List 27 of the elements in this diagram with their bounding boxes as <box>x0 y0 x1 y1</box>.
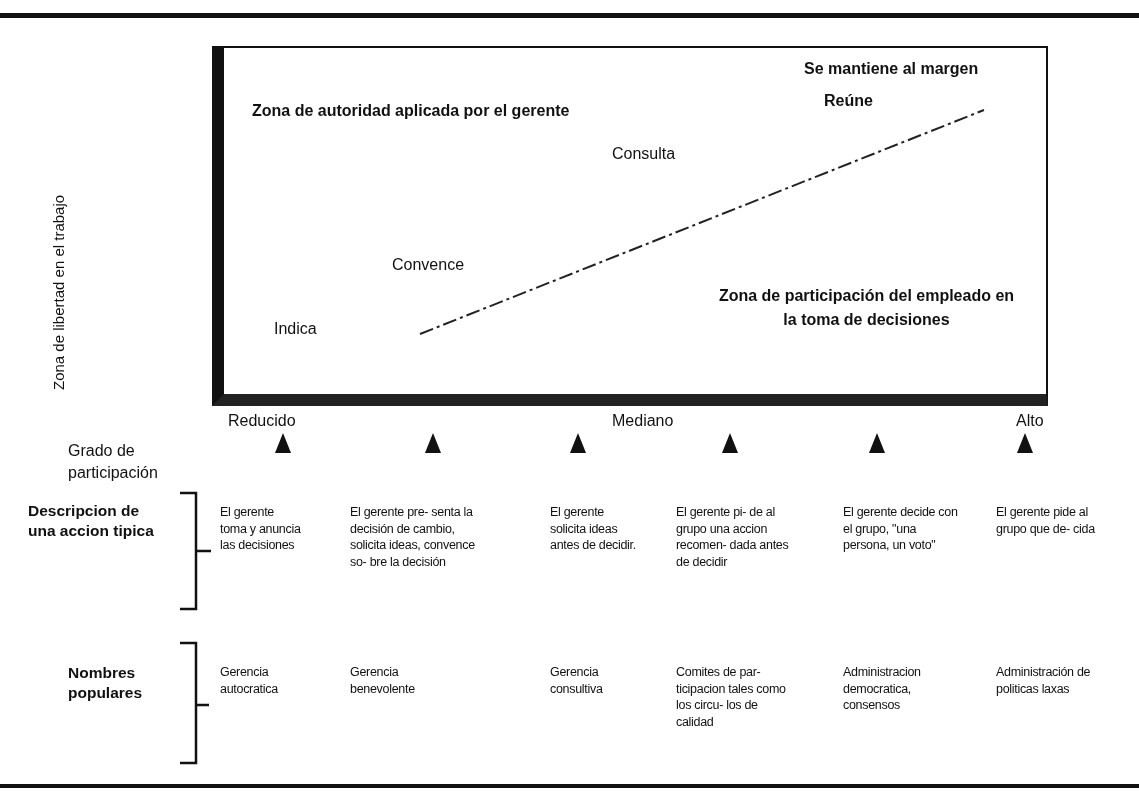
row-header: Descripcion de una accion tipica <box>28 501 155 541</box>
axis-tick-label: Reducido <box>228 412 296 430</box>
zone-label: Zona de autoridad aplicada por el gerente <box>252 102 570 120</box>
table-text: El gerente solicita ideas antes de decidir. <box>550 504 637 554</box>
zone-label: Zona de participación del empleado en la toma de decisiones <box>717 286 1016 330</box>
diagram-panel <box>212 46 1048 406</box>
table-text: El gerente pre- senta la decisión de cambio, solicita ideas, convence so- bre la decisión <box>350 504 476 570</box>
zone-label: Se mantiene al margen <box>804 60 979 78</box>
table-text: Gerencia autocratica <box>220 664 279 697</box>
table-text: Administracion democratica, consensos <box>843 664 922 714</box>
zone-label: Consulta <box>612 145 676 163</box>
table-text: El gerente toma y anuncia las decisiones <box>220 504 302 554</box>
table-text: El gerente decide con el grupo, "una persona, un voto" <box>843 504 958 554</box>
axis-title: Zona de libertad en el trabajo <box>50 194 67 390</box>
table-text: Gerencia consultiva <box>550 664 604 697</box>
axis-tick-label: Mediano <box>612 412 674 430</box>
table-text: Gerencia benevolente <box>350 664 416 697</box>
zone-label: Indica <box>274 320 317 338</box>
zone-label: Reúne <box>824 92 873 110</box>
table-text: El gerente pi- de al grupo una accion recomen- dada antes de decidir <box>676 504 790 570</box>
axis-tick-label: Alto <box>1016 412 1044 430</box>
zone-label: Convence <box>392 256 465 274</box>
table-text: Administración de politicas laxas <box>996 664 1092 697</box>
row-header: Nombres populares <box>68 663 144 703</box>
table-text: Comites de par- ticipacion tales como los circu- los de calidad <box>676 664 787 730</box>
table-text: El gerente pide al grupo que de- cida <box>996 504 1096 537</box>
axis-title: Grado de participación <box>68 441 159 483</box>
